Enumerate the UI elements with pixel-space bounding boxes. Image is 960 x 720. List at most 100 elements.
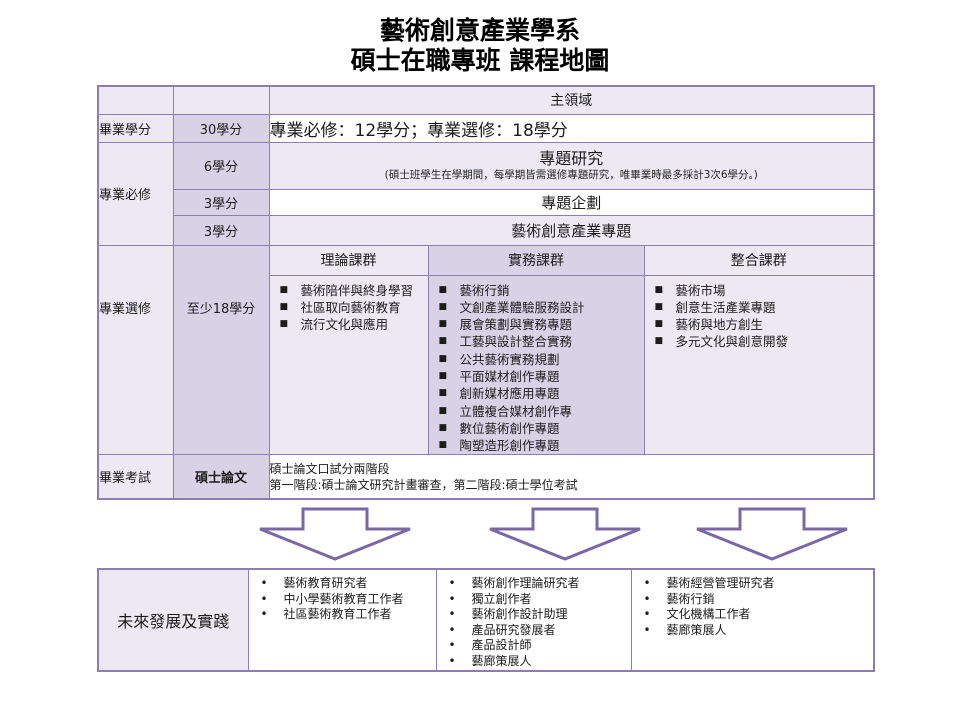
empty-cell [97,85,174,115]
bullet-icon: ■ [438,422,448,433]
list-item: ■ 公共藝術實務規劃 [439,351,640,368]
career-list-management-cell: • 藝術經營管理研究者 • 藝術行銷 • 文化機構工作者 • 藝廊策展人 [630,568,875,672]
list-item: • 獨立創作者 [445,592,627,608]
course-list-theory: ■藝術陪伴與終身學習■社區取向藝術教育■流行文化與應用 [270,276,427,333]
graduation-credits-detail: 專業必修：12學分；專業選修：18學分 [268,113,875,143]
list-item-label: 展會策劃與實務專題 [459,317,573,333]
course-list-theory-cell: ■藝術陪伴與終身學習■社區取向藝術教育■流行文化與應用 [268,274,429,456]
bullet-icon: ■ [438,336,448,347]
list-item-label: 藝術創作理論研究者 [471,576,580,590]
exam-detail-cell: 碩士論文口試分兩階段 第一階段:碩士論文研究計畫審查，第二階段:碩士學位考試 [268,454,875,500]
list-item: ■ 多元文化與創意開發 [655,333,870,350]
course-list-integration: ■藝術市場■創意生活產業專題■藝術與地方創生■多元文化與創意開發 [645,276,873,351]
future-development-label: 未來發展及實踐 [97,568,249,672]
group-header-practice: 實務課群 [427,244,645,276]
list-item: ■藝術陪伴與終身學習 [280,282,424,299]
bullet-icon: ■ [654,319,664,330]
bullet-icon: • [260,591,268,606]
list-item: •藝廊策展人 [445,654,627,670]
list-item-label: 創新媒材應用專題 [459,386,560,402]
bullet-icon: ■ [438,301,448,312]
bullet-icon: ■ [279,301,289,312]
list-item: ■展會策劃與實務專題 [439,316,640,333]
row-label-graduation-credits: 畢業學分 [97,113,174,143]
list-item: •產品設計師 [445,638,627,654]
list-item-label: 多元文化與創意開發 [675,334,789,350]
list-item-label: 獨立創作者 [471,591,532,606]
list-item-label: 公共藝術實務規劃 [459,351,560,367]
list-item-label: 文化機構工作者 [666,607,751,622]
bullet-icon: ■ [438,440,448,451]
list-item-label: 立體複合媒材創作專 [459,403,573,419]
bullet-icon: • [448,607,456,622]
bullet-icon: • [448,622,456,637]
required-course-2-title: 專題企劃 [268,188,875,216]
bullet-icon: • [643,622,651,637]
list-item: • 藝術創作理論研究者 [445,576,627,592]
main-field-header: 主領域 [268,85,875,115]
course-list-integration-cell: ■藝術市場■創意生活產業專題■藝術與地方創生■多元文化與創意開發 [643,274,875,456]
list-item: ■流行文化與應用 [280,316,424,333]
down-arrow-icon [489,507,641,561]
list-item: •藝術教育研究者 [257,576,432,592]
bullet-icon: ■ [438,284,448,295]
list-item-label: 藝廊策展人 [666,622,727,637]
required-credits-1: 6學分 [172,141,270,190]
list-item: • 藝術經營管理研究者 [640,576,870,592]
bullet-icon: ■ [279,319,289,330]
bullet-icon: • [260,607,268,622]
list-item-label: 藝術教育研究者 [283,576,368,590]
list-item-label: 中小學藝術教育工作者 [283,591,404,606]
list-item: • 藝術創作設計助理 [445,607,627,623]
list-item-label: 藝術經營管理研究者 [666,576,775,590]
exam-detail-line1: 碩士論文口試分兩階段 [269,461,390,476]
list-item: ■ 藝術行銷 [439,282,640,299]
exam-thesis-value: 碩士論文 [172,454,270,500]
career-list-creation-cell: •藝術創作理論研究者•獨立創作者•藝術創作設計助理•產品研究發展者•產品設計師•… [435,568,632,672]
list-item-label: 產品研究發展者 [471,622,556,637]
list-item: ■工藝與設計整合實務 [439,333,640,350]
list-item-label: 文創產業體驗服務設計 [459,299,585,315]
elective-credits-value: 至少18學分 [172,244,270,456]
list-item: • 藝廊策展人 [640,623,870,639]
group-header-integration: 整合課群 [643,244,875,276]
career-list-management: • 藝術經營管理研究者 • 藝術行銷 • 文化機構工作者 • 藝廊策展人 [632,570,873,639]
bullet-icon: ■ [654,284,664,295]
bullet-icon: ■ [438,353,448,364]
bullet-icon: • [643,591,651,606]
bullet-icon: • [448,576,456,590]
required-course-1-title: 專題研究 [539,149,604,168]
title-line2: 碩士在職專班 課程地圖 [350,46,610,75]
list-item-label: 藝廊策展人 [471,653,532,668]
career-list-education-cell: •藝術教育研究者•中小學藝術教育工作者•社區藝術教育工作者 [247,568,437,672]
course-list-practice: ■藝術行銷■文創產業體驗服務設計■展會策劃與實務專題■工藝與設計整合實務■公共藝… [429,276,643,454]
bullet-icon: • [643,576,651,590]
list-item: • 文化機構工作者 [640,607,870,623]
list-item: ■ 創新媒材應用專題 [439,385,640,402]
list-item: • 中小學藝術教育工作者 [257,592,432,608]
list-item-label: 藝術與地方創生 [675,317,764,333]
list-item-label: 陶塑造形創作專題 [459,438,560,454]
course-list-practice-cell: ■藝術行銷■文創產業體驗服務設計■展會策劃與實務專題■工藝與設計整合實務■公共藝… [427,274,645,456]
bullet-icon: • [643,607,651,622]
empty-cell [172,85,270,115]
list-item-label: 藝術行銷 [666,591,715,606]
career-list-education: •藝術教育研究者•中小學藝術教育工作者•社區藝術教育工作者 [249,570,435,623]
list-item-label: 數位藝術創作專題 [459,420,560,436]
list-item: ■ 文創產業體驗服務設計 [439,299,640,316]
list-item: ■ 立體複合媒材創作專 [439,403,640,420]
list-item: ■藝術市場 [655,282,870,299]
row-label-required: 專業必修 [97,141,174,246]
bullet-icon: • [448,591,456,606]
list-item-label: 平面媒材創作專題 [459,368,560,384]
bullet-icon: ■ [654,336,664,347]
list-item: ■ 陶塑造形創作專題 [439,437,640,454]
list-item-label: 藝術創作設計助理 [471,607,568,622]
bullet-icon: ■ [438,405,448,416]
career-list-creation: •藝術創作理論研究者•獨立創作者•藝術創作設計助理•產品研究發展者•產品設計師•… [437,570,630,670]
row-label-elective: 專業選修 [97,244,174,456]
list-item-label: 藝術行銷 [459,282,510,298]
required-course-1-cell: 專題研究 (碩士班學生在學期間，每學期皆需選修專題研究，唯畢業時最多採計3次6學… [268,141,875,190]
bullet-icon: ■ [438,388,448,399]
